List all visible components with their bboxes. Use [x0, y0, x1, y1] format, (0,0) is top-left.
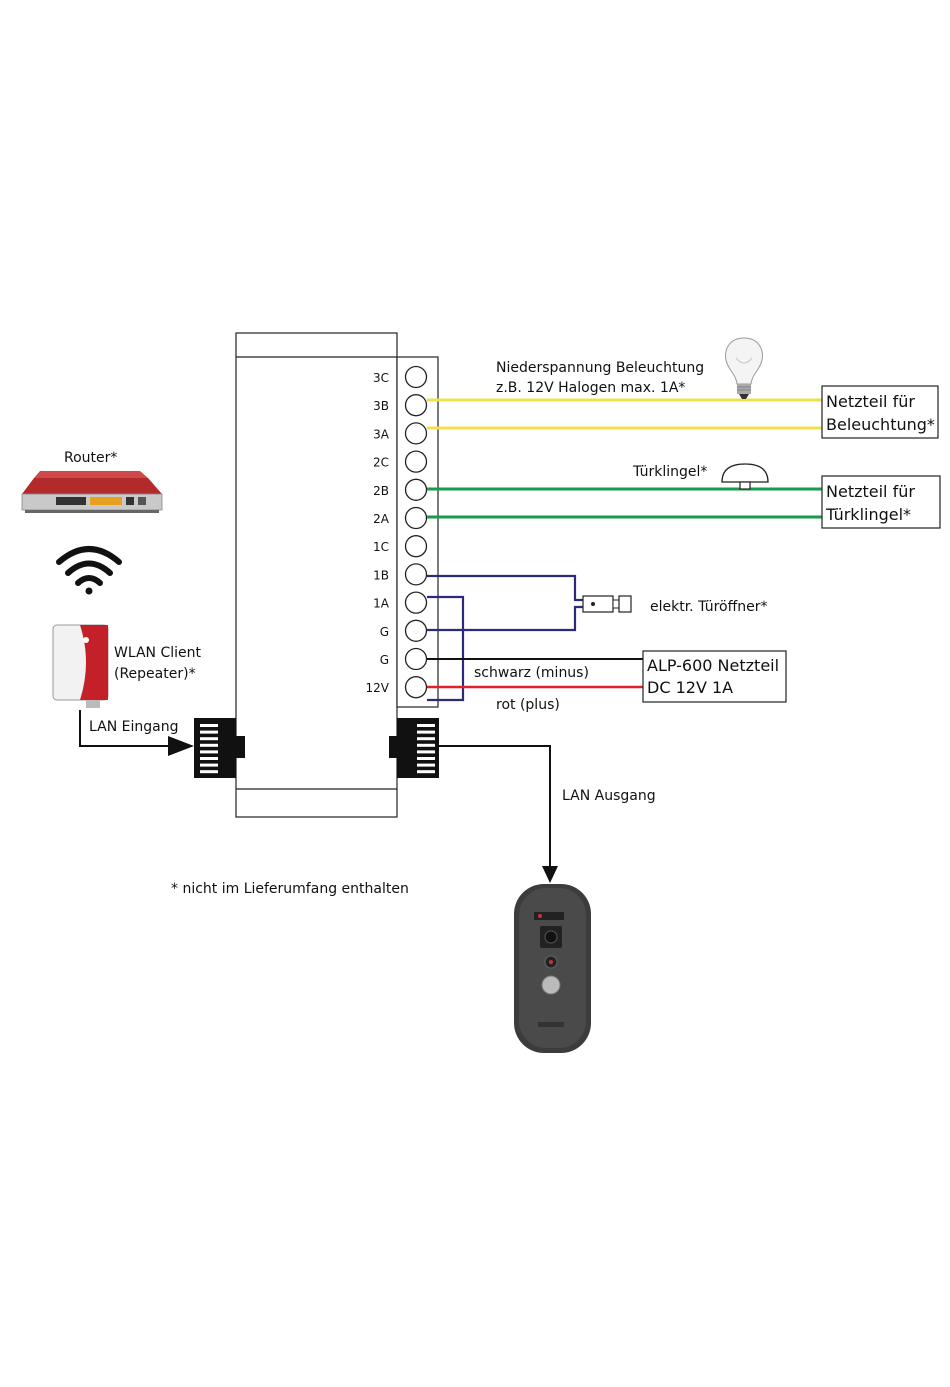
wifi-icon — [56, 546, 122, 595]
terminal-3b: 3B — [373, 394, 428, 417]
terminal-label: 1B — [373, 568, 389, 582]
terminal-2b: 2B — [373, 478, 428, 501]
terminal-label: 12V — [366, 681, 390, 695]
red-wire-label: rot (plus) — [496, 697, 560, 713]
lan-in-cable — [79, 710, 194, 756]
wlan-label-line2: (Repeater)* — [114, 666, 196, 682]
terminal-1b: 1B — [373, 563, 428, 586]
power-wires — [427, 658, 643, 689]
door-opener-wires — [427, 574, 583, 702]
light-bulb-icon — [725, 337, 763, 399]
psu-doorbell-box: Netzteil für Türklingel* — [821, 475, 941, 529]
lighting-label-line2: z.B. 12V Halogen max. 1A* — [496, 380, 685, 396]
terminal-label: 2A — [373, 512, 390, 526]
terminal-label: G — [380, 625, 389, 639]
terminal-label: G — [380, 653, 389, 667]
terminal-2a: 2A — [373, 506, 428, 530]
doorbell-icon — [721, 463, 769, 490]
black-wire-label: schwarz (minus) — [474, 665, 589, 681]
door-camera-icon — [514, 884, 591, 1053]
psu-doorbell-line2: Türklingel* — [825, 505, 911, 524]
door-opener-label: elektr. Türöffner* — [650, 599, 768, 615]
psu-lighting-line1: Netzteil für — [826, 392, 915, 411]
terminal-2c: 2C — [373, 450, 428, 473]
router-label: Router* — [64, 450, 117, 466]
psu-alp-line1: ALP-600 Netzteil — [647, 656, 779, 675]
terminal-label: 3C — [373, 371, 389, 385]
terminal-label: 3B — [373, 399, 389, 413]
door-opener-icon — [582, 595, 632, 613]
psu-lighting-line2: Beleuchtung* — [826, 415, 935, 434]
lan-out-connector — [389, 718, 439, 778]
lan-out-cable — [438, 745, 558, 883]
terminal-label: 2C — [373, 456, 389, 470]
terminal-label: 1A — [373, 597, 390, 611]
lan-in-label: LAN Eingang — [89, 719, 178, 735]
terminal-block: 3C 3B 3A 2C 2B 2A 1C 1B 1A GG 12V — [366, 365, 428, 699]
psu-alp-line2: DC 12V 1A — [647, 678, 733, 697]
lan-in-connector — [194, 718, 245, 778]
psu-lighting-box: Netzteil für Beleuchtung* — [821, 385, 939, 439]
lighting-label-line1: Niederspannung Beleuchtung — [496, 360, 704, 376]
psu-alp-box: ALP-600 Netzteil DC 12V 1A — [642, 650, 787, 703]
terminal-label: 2B — [373, 484, 389, 498]
terminal-g: G — [380, 619, 428, 642]
controller-unit — [235, 332, 439, 818]
psu-doorbell-line1: Netzteil für — [826, 482, 915, 501]
doorbell-wires — [427, 487, 822, 519]
wlan-label-line1: WLAN Client — [114, 645, 202, 661]
terminal-1c: 1C — [373, 535, 428, 558]
terminal-3a: 3A — [373, 422, 428, 445]
terminal-3c: 3C — [373, 365, 428, 389]
terminal-label: 3A — [373, 427, 390, 441]
footnote: * nicht im Lieferumfang enthalten — [171, 881, 409, 897]
lan-out-label: LAN Ausgang — [562, 788, 656, 804]
terminal-12v: 12V — [366, 676, 428, 699]
lighting-wires — [427, 398, 822, 430]
terminal-g-2: G — [380, 647, 428, 671]
doorbell-label: Türklingel* — [632, 464, 707, 480]
terminal-label: 1C — [373, 540, 389, 554]
repeater-icon — [52, 624, 109, 708]
terminal-1a: 1A — [373, 591, 428, 614]
router-icon — [21, 471, 163, 513]
